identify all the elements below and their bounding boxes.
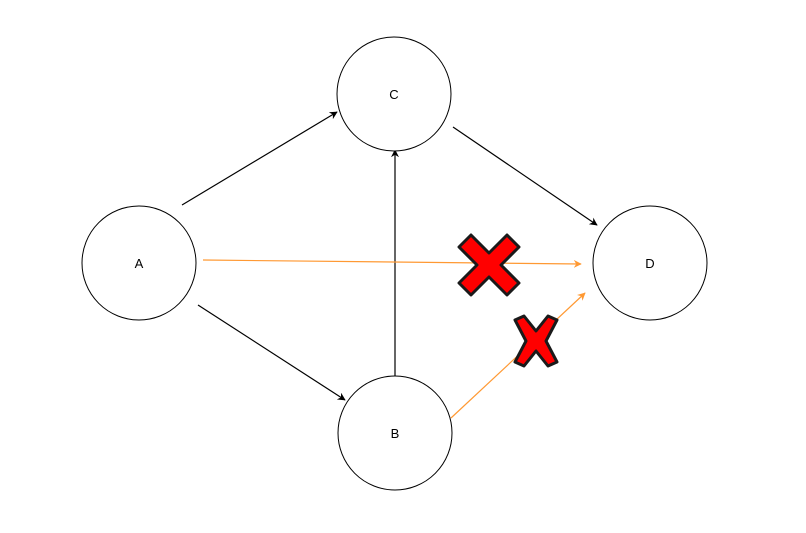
edge-a-to-d-blocked <box>202 259 582 268</box>
node-d-label: D <box>645 256 654 271</box>
red-cross-icon <box>457 233 521 297</box>
node-d[interactable]: D <box>592 205 708 321</box>
node-b-label: B <box>391 426 400 441</box>
edge-c-to-d <box>452 126 598 226</box>
edge-a-to-b <box>197 304 346 401</box>
node-c[interactable]: C <box>336 36 452 152</box>
edge-a-to-c <box>181 111 338 206</box>
node-c-label: C <box>389 87 398 102</box>
node-b[interactable]: B <box>337 375 453 491</box>
red-cross-icon <box>513 314 559 368</box>
node-a[interactable]: A <box>81 205 197 321</box>
node-a-label: A <box>135 256 144 271</box>
